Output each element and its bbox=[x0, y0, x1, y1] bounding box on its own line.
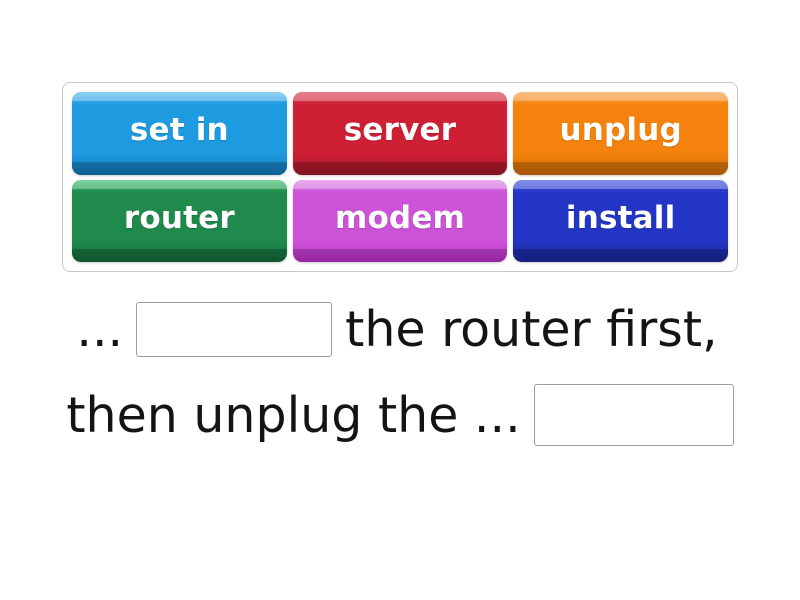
sentence-line-2: then unplug the ... bbox=[0, 372, 800, 458]
answer-dropzone-2[interactable] bbox=[533, 384, 734, 446]
word-tile-router[interactable]: router bbox=[72, 179, 287, 262]
sentence-tail-text-1: the router first, bbox=[345, 300, 718, 358]
word-tile-set-in[interactable]: set in bbox=[72, 92, 287, 175]
word-tile-label: set in bbox=[129, 112, 229, 149]
word-tile-label: install bbox=[565, 199, 676, 236]
sentence-lead-text-2: then unplug the ... bbox=[66, 386, 521, 444]
word-tile-label: router bbox=[123, 199, 235, 236]
word-bank-row-1: set in server unplug bbox=[72, 92, 729, 175]
word-tile-label: modem bbox=[334, 199, 466, 236]
word-tile-unplug[interactable]: unplug bbox=[513, 92, 729, 175]
word-tile-install[interactable]: install bbox=[513, 179, 729, 262]
word-bank-row-2: router modem install bbox=[72, 179, 729, 262]
word-tile-label: server bbox=[343, 112, 457, 149]
word-tile-modem[interactable]: modem bbox=[292, 179, 508, 262]
sentence-lead-ellipsis: ... bbox=[76, 300, 124, 358]
word-tile-label: unplug bbox=[559, 112, 682, 149]
sentence-area: ... the router first, then unplug the ..… bbox=[0, 286, 800, 458]
sentence-line-1: ... the router first, bbox=[0, 286, 800, 372]
word-tile-server[interactable]: server bbox=[292, 92, 508, 175]
answer-dropzone-1[interactable] bbox=[136, 301, 333, 357]
word-bank-panel: set in server unplug router modem instal… bbox=[62, 82, 738, 272]
